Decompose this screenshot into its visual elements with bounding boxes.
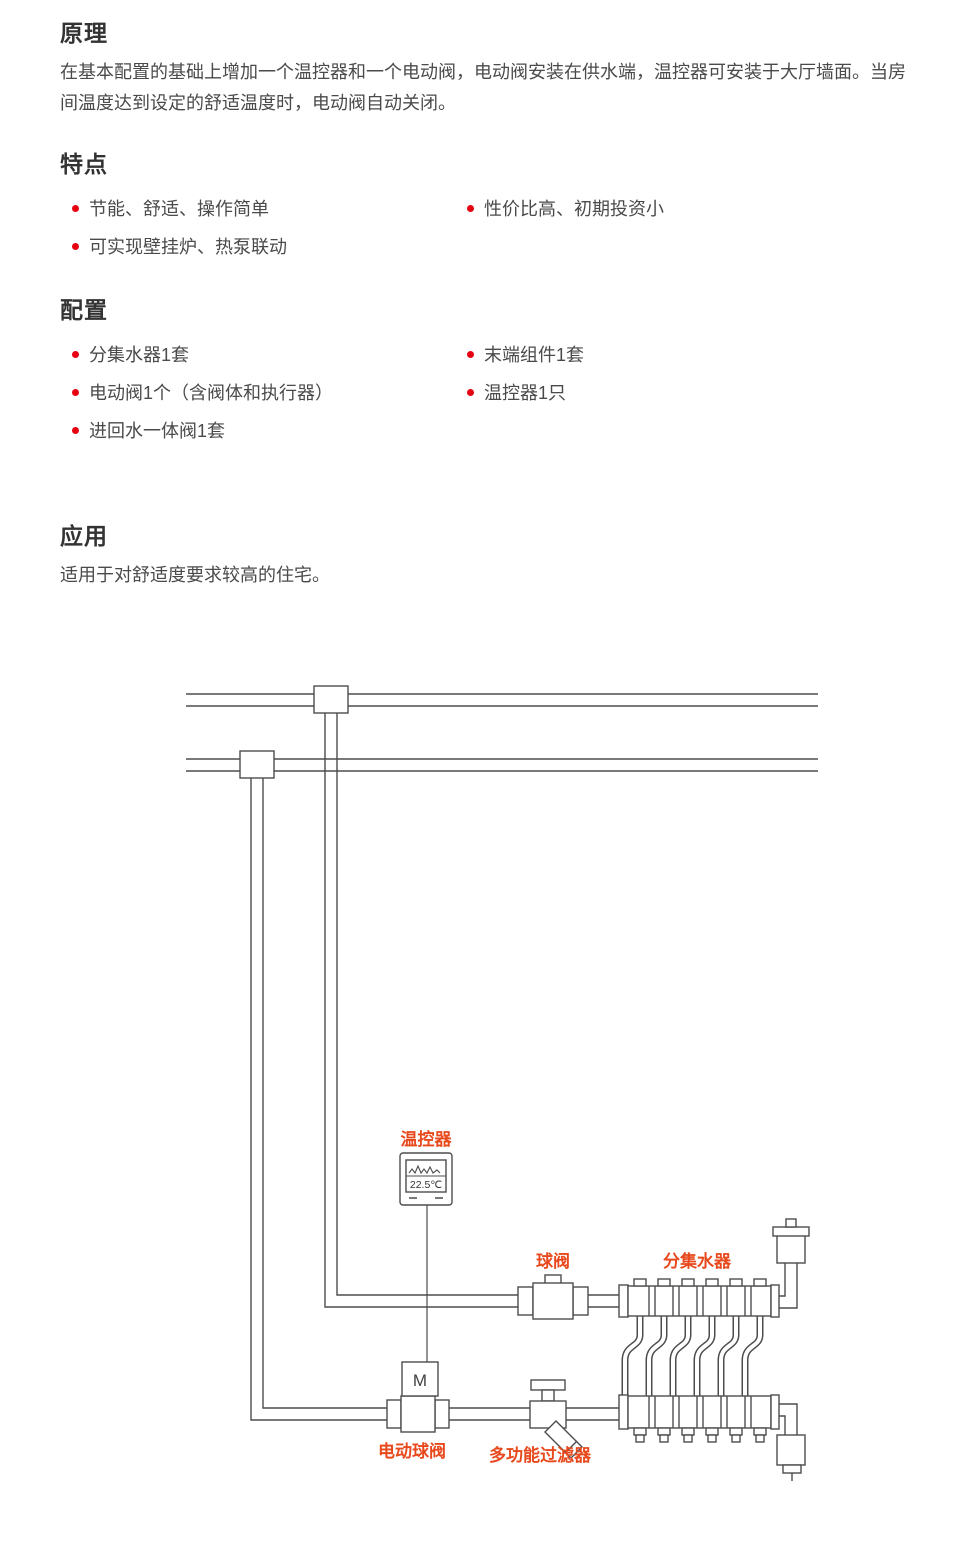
features-title: 特点 <box>60 151 108 177</box>
bullet-dot <box>72 426 79 434</box>
bullet-dot <box>72 242 79 250</box>
label-filter: 多功能过滤器 <box>489 1446 591 1465</box>
list-item: 可实现壁挂炉、热泵联动 <box>60 233 455 259</box>
list-item: 进回水一体阀1套 <box>60 417 455 443</box>
list-item-label: 进回水一体阀1套 <box>89 421 226 441</box>
content: 原理 在基本配置的基础上增加一个温控器和一个电动阀，电动阀安装在供水端，温控器可… <box>0 0 970 591</box>
list-item: 温控器1只 <box>455 379 850 405</box>
supply-pipe <box>324 709 624 1308</box>
principle-title: 原理 <box>60 20 108 46</box>
list-item: 节能、舒适、操作简单 <box>60 195 455 221</box>
application-body: 适用于对舒适度要求较高的住宅。 <box>60 565 330 585</box>
bullet-dot <box>72 350 79 358</box>
label-ball-valve: 球阀 <box>536 1252 570 1271</box>
config-title: 配置 <box>60 297 108 323</box>
list-item: 电动阀1个（含阀体和执行器） <box>60 379 455 405</box>
piping-diagram: M 22.5℃ <box>0 685 970 1562</box>
list-item-label: 末端组件1套 <box>484 345 585 365</box>
features-left-column: 节能、舒适、操作简单 可实现壁挂炉、热泵联动 <box>60 195 455 271</box>
section-application: 应用 适用于对舒适度要求较高的住宅。 <box>60 517 910 591</box>
bullet-dot <box>72 388 79 396</box>
thermostat-icon: 22.5℃ <box>399 1152 453 1206</box>
list-item-label: 分集水器1套 <box>89 345 190 365</box>
air-vent-icon <box>772 1218 810 1309</box>
config-right-column: 末端组件1套 温控器1只 <box>455 341 850 455</box>
motor-actuator-box <box>401 1361 439 1397</box>
list-item: 分集水器1套 <box>60 341 455 367</box>
list-item-label: 节能、舒适、操作简单 <box>89 199 269 219</box>
list-item-label: 温控器1只 <box>484 383 567 403</box>
label-manifold: 分集水器 <box>663 1252 731 1271</box>
piping-diagram-drawing: M 22.5℃ <box>186 685 818 1481</box>
features-right-column: 性价比高、初期投资小 <box>455 195 850 271</box>
manifold <box>618 1278 780 1443</box>
thermostat-display: 22.5℃ <box>410 1179 442 1191</box>
ceiling-pipes <box>186 693 818 772</box>
list-item: 性价比高、初期投资小 <box>455 195 850 221</box>
list-item-label: 性价比高、初期投资小 <box>484 199 664 219</box>
filter-icon <box>529 1379 583 1459</box>
bullet-dot <box>467 350 474 358</box>
motor-actuator-label: M <box>413 1371 427 1390</box>
drain-valve-icon <box>776 1403 806 1481</box>
tee-fitting <box>313 685 349 714</box>
section-config: 配置 分集水器1套 电动阀1个（含阀体和执行器） 进回水一体阀1套 末端组件1套… <box>60 291 910 455</box>
application-title: 应用 <box>60 523 108 549</box>
list-item-label: 可实现壁挂炉、热泵联动 <box>89 237 287 257</box>
label-electric-ball-valve: 电动球阀 <box>378 1442 446 1461</box>
label-thermostat: 温控器 <box>400 1130 452 1149</box>
section-principle: 原理 在基本配置的基础上增加一个温控器和一个电动阀，电动阀安装在供水端，温控器可… <box>60 14 910 119</box>
manifold-loops <box>621 1310 764 1400</box>
electric-ball-valve-icon: M <box>386 1361 450 1433</box>
list-item-label: 电动阀1个（含阀体和执行器） <box>89 383 334 403</box>
bullet-dot <box>467 204 474 212</box>
features-list: 节能、舒适、操作简单 可实现壁挂炉、热泵联动 性价比高、初期投资小 <box>60 195 910 271</box>
bullet-dot <box>72 204 79 212</box>
section-features: 特点 节能、舒适、操作简单 可实现壁挂炉、热泵联动 性价比高、初期投资小 <box>60 145 910 271</box>
principle-body: 在基本配置的基础上增加一个温控器和一个电动阀，电动阀安装在供水端，温控器可安装于… <box>60 62 906 113</box>
list-item: 末端组件1套 <box>455 341 850 367</box>
config-left-column: 分集水器1套 电动阀1个（含阀体和执行器） 进回水一体阀1套 <box>60 341 455 455</box>
tee-fitting <box>239 750 275 779</box>
return-pipe <box>250 773 624 1421</box>
bullet-dot <box>467 388 474 396</box>
config-list: 分集水器1套 电动阀1个（含阀体和执行器） 进回水一体阀1套 末端组件1套 温控… <box>60 341 910 455</box>
ball-valve-icon <box>517 1274 589 1320</box>
